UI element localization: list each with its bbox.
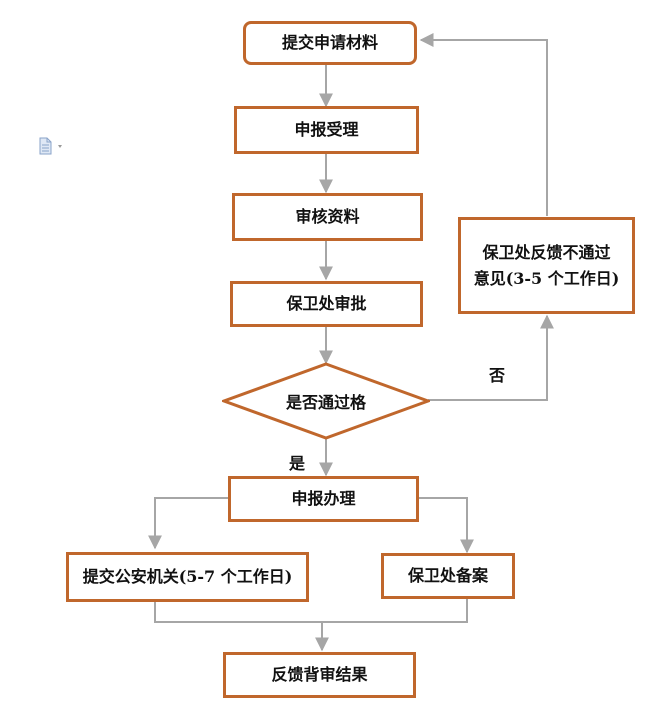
edge-label-no: 否 [489, 366, 506, 385]
node-record: 保卫处备案 [381, 553, 515, 599]
node-result-label: 反馈背审结果 [271, 665, 368, 685]
node-feedback: 保卫处反馈不通过 意见(3-5 个工作日) [458, 217, 635, 314]
arrow-process-record [419, 497, 474, 554]
node-decision-label: 是否通过格 [285, 393, 366, 412]
node-feedback-line2: 意见(3-5 个工作日) [473, 268, 620, 288]
node-accept: 申报受理 [234, 106, 419, 154]
merge-line [154, 598, 468, 623]
node-record-label: 保卫处备案 [407, 566, 488, 586]
arrow-decision-feedback [428, 314, 554, 401]
node-approve-label: 保卫处审批 [286, 294, 367, 314]
node-submit: 提交申请材料 [243, 21, 417, 65]
node-police: 提交公安机关(5-7 个工作日) [66, 552, 309, 602]
node-feedback-line1: 保卫处反馈不通过 [482, 242, 611, 262]
node-accept-label: 申报受理 [294, 120, 359, 140]
node-decision [222, 362, 430, 440]
node-process-label: 申报办理 [291, 489, 356, 509]
edge-label-yes: 是 [289, 454, 306, 473]
node-approve: 保卫处审批 [230, 281, 423, 327]
arrow-feedback-submit [419, 33, 548, 216]
arrow-process-police [148, 497, 229, 550]
node-process: 申报办理 [228, 476, 419, 522]
node-review: 审核资料 [232, 193, 423, 241]
document-icon[interactable] [38, 137, 68, 155]
node-police-label: 提交公安机关(5-7 个工作日) [82, 567, 293, 587]
node-result: 反馈背审结果 [223, 652, 416, 698]
node-submit-label: 提交申请材料 [281, 33, 378, 53]
node-review-label: 审核资料 [295, 207, 360, 227]
